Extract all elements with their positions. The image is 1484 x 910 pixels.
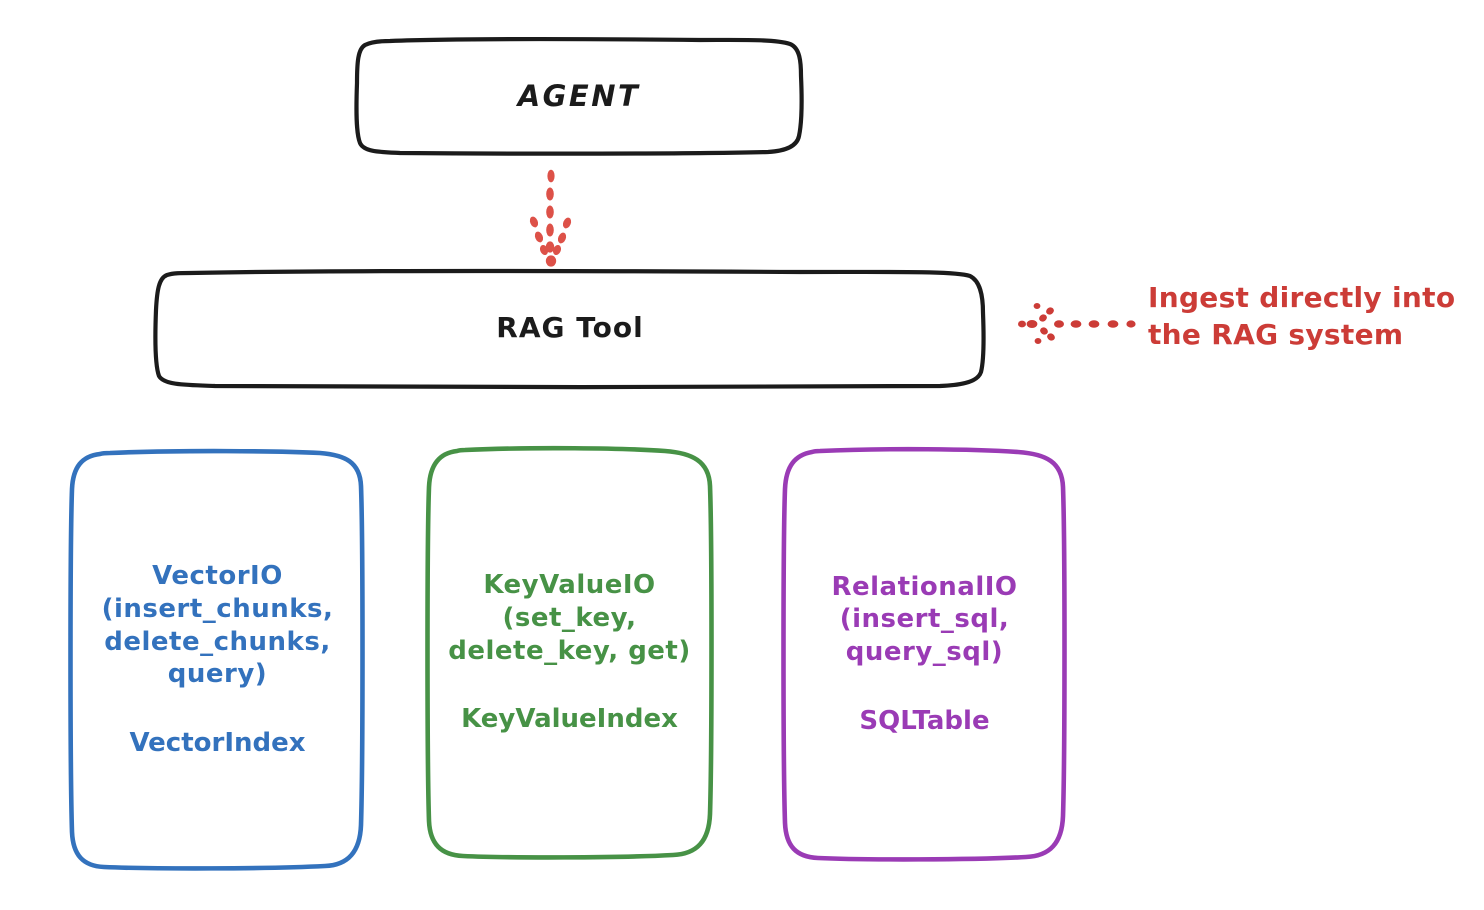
key-value-io-box-outline xyxy=(425,445,714,860)
vector-io-label: VectorIO (insert_chunks, delete_chunks, … xyxy=(101,561,334,690)
key-value-io-node[interactable]: KeyValueIO (set_key, delete_key, get) Ke… xyxy=(428,449,711,856)
agent-node[interactable]: AGENT xyxy=(357,40,801,153)
key-value-io-label: KeyValueIO (set_key, delete_key, get) xyxy=(448,570,691,666)
rag-tool-node[interactable]: RAG Tool xyxy=(156,272,984,385)
agent-box-outline xyxy=(354,36,804,156)
vector-index-label: VectorIndex xyxy=(129,728,306,759)
sql-table-label: SQLTable xyxy=(859,705,990,736)
key-value-index-label: KeyValueIndex xyxy=(461,704,678,735)
relational-io-box-outline xyxy=(781,446,1067,862)
agent-to-rag-tool-connector xyxy=(529,169,572,267)
relational-io-label: RelationalIO (insert_sql, query_sql) xyxy=(831,571,1018,668)
relational-io-node[interactable]: RelationalIO (insert_sql, query_sql) SQL… xyxy=(785,450,1064,858)
vector-io-node[interactable]: VectorIO (insert_chunks, delete_chunks, … xyxy=(72,452,363,868)
ingest-to-rag-tool-connector xyxy=(1018,303,1136,344)
agent-label: AGENT xyxy=(517,78,641,113)
rag-tool-label: RAG Tool xyxy=(496,311,644,345)
vector-io-box-outline xyxy=(68,448,365,871)
rag-tool-box-outline xyxy=(153,268,986,390)
ingest-annotation-text: Ingest directly into the RAG system xyxy=(1148,281,1456,351)
